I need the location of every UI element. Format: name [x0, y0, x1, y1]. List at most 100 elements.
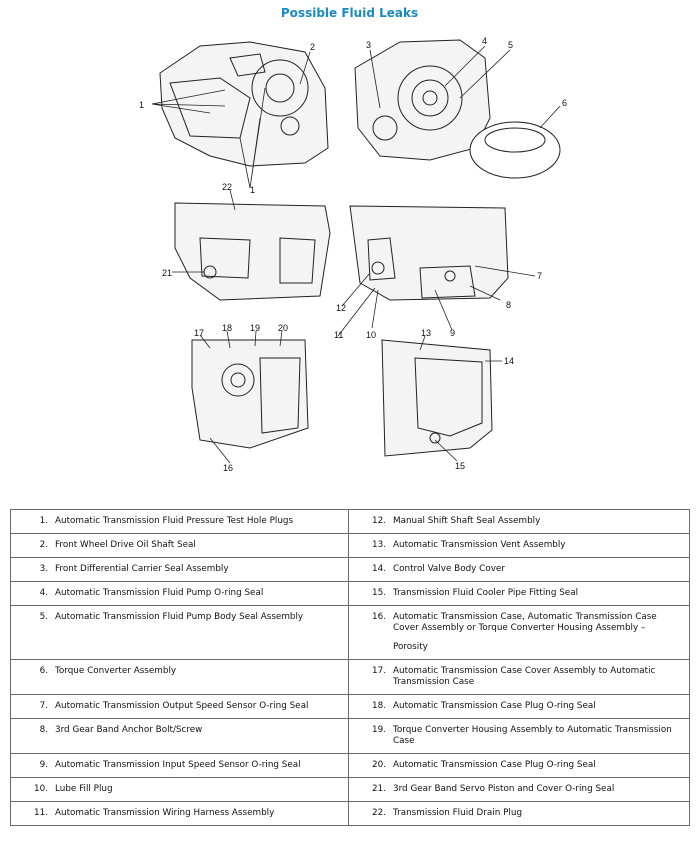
callout-8: 8 [506, 300, 511, 310]
legend-cell: 3. Front Differential Carrier Seal Assemb… [10, 557, 349, 582]
legend-number: 11. [34, 808, 48, 818]
legend-text: Automatic Transmission Vent Assembly [393, 540, 673, 551]
legend-description: 3rd Gear Band Servo Piston and Cover O-r… [393, 784, 615, 794]
legend-row: 7.Automatic Transmission Output Speed Se… [10, 694, 690, 719]
legend-description: Automatic Transmission Fluid Pressure Te… [55, 516, 294, 526]
callout-14: 14 [504, 356, 514, 366]
legend-row: 9. Automatic Transmission Input Speed Sen… [10, 753, 690, 778]
legend-description: Automatic Transmission Case Cover Assemb… [393, 666, 656, 687]
legend-cell: 5. Automatic Transmission Fluid Pump Body… [10, 605, 349, 660]
legend-number: 13. [372, 540, 386, 550]
legend-description: Automatic Transmission Input Speed Senso… [55, 760, 301, 770]
callout-17: 17 [194, 328, 204, 338]
legend-description: Torque Converter Assembly [55, 666, 177, 676]
legend-description: Automatic Transmission Vent Assembly [393, 540, 566, 550]
legend-cell: 15. Transmission Fluid Cooler Pipe Fittin… [348, 581, 690, 606]
transmission-diagram: 1 1 2 3 4 5 6 7 8 9 10 11 12 13 14 15 16… [130, 28, 600, 480]
legend-description: Automatic Transmission Case Plug O-ring … [393, 701, 596, 711]
legend-number: 1. [39, 516, 48, 526]
legend-text: Automatic Transmission Case Plug O-ring … [393, 760, 673, 771]
legend-number: 8. [39, 725, 48, 735]
legend-text: Lube Fill Plug [55, 784, 335, 795]
legend-cell: 12. Manual Shift Shaft Seal Assembly [348, 509, 690, 534]
callout-11: 11 [334, 330, 343, 340]
legend-cell: 4.Automatic Transmission Fluid Pump O-ri… [10, 581, 349, 606]
legend-number: 18. [372, 701, 386, 711]
legend-number: 21. [372, 784, 386, 794]
legend-cell: 20.Automatic Transmission Case Plug O-ri… [348, 753, 690, 778]
legend-cell: 10. Lube Fill Plug [10, 777, 349, 802]
legend-text: Manual Shift Shaft Seal Assembly [393, 516, 673, 527]
legend-cell: 22.Transmission Fluid Drain Plug [348, 801, 690, 826]
legend-description: Automatic Transmission Case Plug O-ring … [393, 760, 596, 770]
legend-description: Transmission Fluid Cooler Pipe Fitting S… [393, 588, 579, 598]
legend-text: Automatic Transmission Case Plug O-ring … [393, 701, 673, 712]
callout-4: 4 [482, 36, 487, 46]
legend-text: Front Differential Carrier Seal Assembly [55, 564, 335, 575]
legend-row: 1. Automatic Transmission Fluid Pressure … [10, 509, 690, 534]
legend-text: Automatic Transmission Fluid Pump Body S… [55, 612, 335, 623]
callout-6: 6 [562, 98, 567, 108]
legend-description: Automatic Transmission Case, Automatic T… [393, 612, 657, 633]
legend-row: 2. Front Wheel Drive Oil Shaft Seal 13. Aut… [10, 533, 690, 558]
legend-cell: 21. 3rd Gear Band Servo Piston and Cover … [348, 777, 690, 802]
callout-18: 18 [222, 323, 232, 333]
callout-22: 22 [222, 182, 232, 192]
legend-number: 3. [39, 564, 48, 574]
transmission-valve-body-view [349, 205, 509, 301]
legend-number: 14. [372, 564, 386, 574]
legend-description: Front Wheel Drive Oil Shaft Seal [55, 540, 196, 550]
legend-text: Transmission Fluid Cooler Pipe Fitting S… [393, 588, 673, 599]
legend-table: 1. Automatic Transmission Fluid Pressure … [10, 509, 690, 826]
legend-text: Automatic Transmission Case Cover Assemb… [393, 666, 673, 688]
legend-text: Automatic Transmission Fluid Pump O-ring… [55, 588, 335, 599]
callout-1a: 1 [139, 100, 144, 110]
transmission-end-view [191, 339, 309, 449]
callout-7: 7 [537, 271, 542, 281]
legend-number: 17. [372, 666, 386, 676]
legend-row: 10. Lube Fill Plug 21. 3rd Gear Band Servo … [10, 777, 690, 802]
legend-cell: 6.Torque Converter Assembly [10, 659, 349, 695]
transmission-pan-view [381, 339, 493, 457]
callout-13: 13 [421, 328, 431, 338]
legend-text: Front Wheel Drive Oil Shaft Seal [55, 540, 335, 551]
callout-3: 3 [366, 40, 371, 50]
callout-9: 9 [450, 328, 455, 338]
legend-text: Transmission Fluid Drain Plug [393, 808, 673, 819]
legend-number: 9. [39, 760, 48, 770]
legend-cell: 9. Automatic Transmission Input Speed Sen… [10, 753, 349, 778]
legend-text: Automatic Transmission Wiring Harness As… [55, 808, 335, 819]
callout-15: 15 [455, 461, 465, 471]
legend-description: Automatic Transmission Output Speed Sens… [55, 701, 309, 711]
legend-text: Automatic Transmission Output Speed Sens… [55, 701, 335, 712]
legend-subtext: Porosity [393, 642, 428, 652]
page-title: Possible Fluid Leaks [280, 6, 419, 20]
legend-row: 5. Automatic Transmission Fluid Pump Body… [10, 605, 690, 660]
legend-description: Automatic Transmission Fluid Pump Body S… [55, 612, 304, 622]
callout-20: 20 [278, 323, 288, 333]
legend-description: Automatic Transmission Wiring Harness As… [55, 808, 275, 818]
legend-body: 1. Automatic Transmission Fluid Pressure … [10, 509, 690, 826]
legend-number: 15. [372, 588, 386, 598]
legend-cell: 17. Automatic Transmission Case Cover Ass… [348, 659, 690, 695]
legend-description: Lube Fill Plug [55, 784, 113, 794]
legend-row: 3. Front Differential Carrier Seal Assemb… [10, 557, 690, 582]
legend-text: Torque Converter Assembly [55, 666, 335, 677]
callout-12: 12 [336, 303, 346, 313]
legend-cell: 8.3rd Gear Band Anchor Bolt/Screw [10, 718, 349, 754]
legend-description: Automatic Transmission Fluid Pump O-ring… [55, 588, 264, 598]
transmission-top-view [174, 202, 331, 301]
legend-number: 2. [39, 540, 48, 550]
legend-text: Automatic Transmission Case, Automatic T… [393, 612, 673, 653]
legend-cell: 2. Front Wheel Drive Oil Shaft Seal [10, 533, 349, 558]
legend-number: 5. [39, 612, 48, 622]
legend-row: 6.Torque Converter Assembly 17. Automatic … [10, 659, 690, 695]
legend-description: Front Differential Carrier Seal Assembly [55, 564, 229, 574]
legend-number: 10. [34, 784, 48, 794]
callout-1b: 1 [250, 185, 255, 195]
legend-description: Control Valve Body Cover [393, 564, 505, 574]
legend-number: 12. [372, 516, 386, 526]
legend-cell: 13. Automatic Transmission Vent Assembly [348, 533, 690, 558]
legend-description: Torque Converter Housing Assembly to Aut… [393, 725, 672, 746]
legend-text: Automatic Transmission Fluid Pressure Te… [55, 516, 335, 527]
